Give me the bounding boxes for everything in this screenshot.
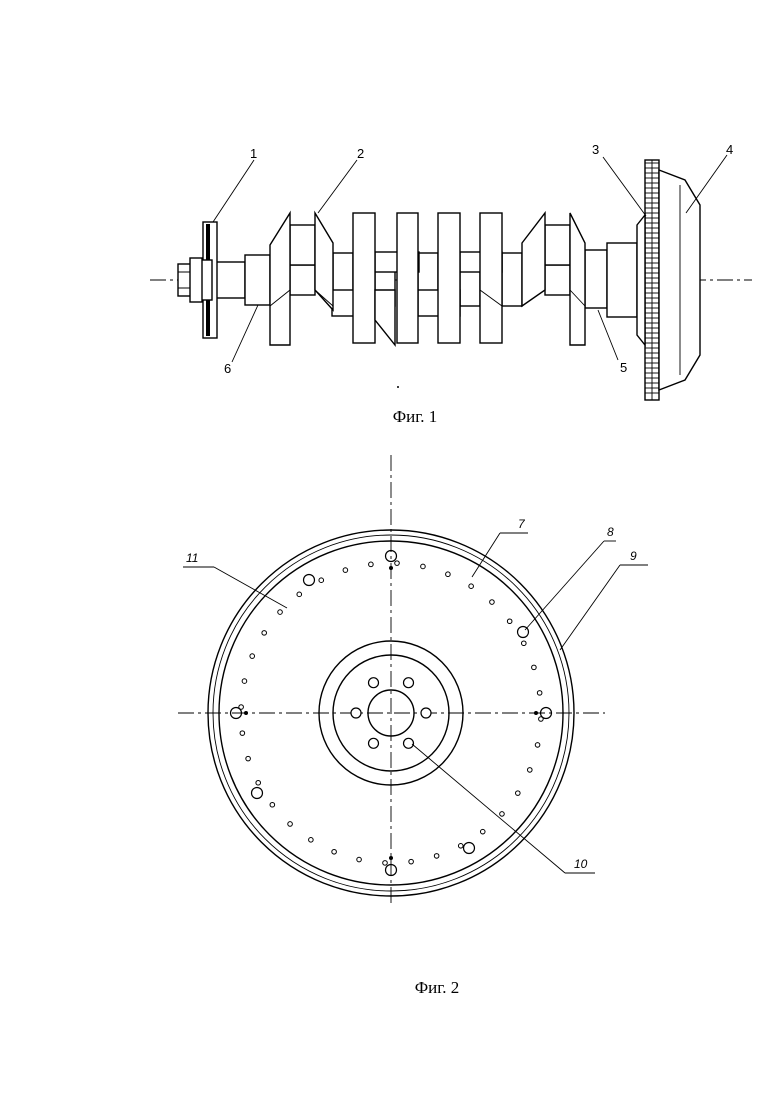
large-hole bbox=[464, 843, 475, 854]
callout-1: 1 bbox=[250, 146, 257, 161]
axis-mark bbox=[389, 856, 393, 860]
bolt-hole-small bbox=[537, 691, 542, 696]
bolt-hole-small bbox=[309, 838, 314, 843]
bolt-hole-small bbox=[421, 564, 426, 569]
bolt-hole-small bbox=[242, 679, 247, 684]
callout-5: 5 bbox=[620, 360, 627, 375]
stray-dot bbox=[397, 386, 399, 388]
callout-4: 4 bbox=[726, 142, 733, 157]
bolt-hole-small bbox=[507, 619, 512, 624]
hub-bolt-hole bbox=[351, 708, 361, 718]
figure-1-caption: Фиг. 1 bbox=[393, 407, 438, 426]
bolt-hole-small bbox=[469, 584, 474, 589]
front-bolt-nut bbox=[178, 258, 202, 302]
bolt-hole-small bbox=[521, 641, 526, 646]
callout-9: 9 bbox=[630, 549, 637, 563]
bolt-hole-small bbox=[490, 600, 495, 605]
bolt-hole-small bbox=[319, 578, 324, 583]
bolt-hole-small bbox=[256, 780, 261, 785]
bolt-hole-small bbox=[343, 568, 348, 573]
callout-3: 3 bbox=[592, 142, 599, 157]
hub-bolt-hole bbox=[404, 678, 414, 688]
callout-2: 2 bbox=[357, 146, 364, 161]
bolt-hole-small bbox=[297, 592, 302, 597]
figure-1-crankshaft: 1 2 3 4 5 6 Фиг. 1 bbox=[150, 142, 752, 426]
axis-mark bbox=[244, 711, 248, 715]
bolt-hole-small bbox=[383, 861, 388, 866]
bolt-hole-small bbox=[288, 822, 293, 827]
bolt-hole-small bbox=[446, 572, 451, 577]
bolt-hole-small bbox=[532, 665, 537, 670]
hub-bolt-hole bbox=[369, 738, 379, 748]
hub-bolt-hole bbox=[369, 678, 379, 688]
bolt-hole-small bbox=[357, 857, 362, 862]
bolt-hole-small bbox=[395, 561, 400, 566]
bolt-hole-small bbox=[500, 812, 505, 817]
hub-bolt-hole bbox=[404, 738, 414, 748]
bolt-hole-small bbox=[516, 791, 521, 796]
callout-8: 8 bbox=[607, 525, 614, 539]
bolt-hole-small bbox=[369, 562, 374, 567]
bolt-hole-small bbox=[409, 859, 414, 864]
figure-2-flywheel: 7 8 9 10 11 Фиг. 2 bbox=[178, 455, 648, 997]
bolt-hole-small bbox=[262, 631, 267, 636]
callout-11: 11 bbox=[186, 551, 198, 565]
axis-mark bbox=[534, 711, 538, 715]
bolt-hole-small bbox=[458, 843, 463, 848]
bolt-hole-small bbox=[240, 731, 245, 736]
callout-6: 6 bbox=[224, 361, 231, 376]
large-hole bbox=[252, 788, 263, 799]
axis-mark bbox=[389, 566, 393, 570]
bolt-hole-small bbox=[535, 743, 540, 748]
callout-7: 7 bbox=[518, 517, 526, 531]
bolt-hole-small bbox=[434, 854, 439, 859]
hub-bolt-hole bbox=[421, 708, 431, 718]
bolt-hole-small bbox=[250, 654, 255, 659]
large-hole bbox=[304, 575, 315, 586]
bolt-hole-small bbox=[480, 829, 485, 834]
callout-10: 10 bbox=[574, 857, 588, 871]
figure-2-caption: Фиг. 2 bbox=[415, 978, 460, 997]
bolt-hole-small bbox=[246, 756, 251, 761]
bolt-hole-small bbox=[278, 610, 283, 615]
bolt-hole-small bbox=[527, 768, 532, 773]
bolt-hole-small bbox=[270, 802, 275, 807]
flywheel-ring-gear bbox=[645, 160, 659, 400]
bolt-hole-small bbox=[332, 849, 337, 854]
